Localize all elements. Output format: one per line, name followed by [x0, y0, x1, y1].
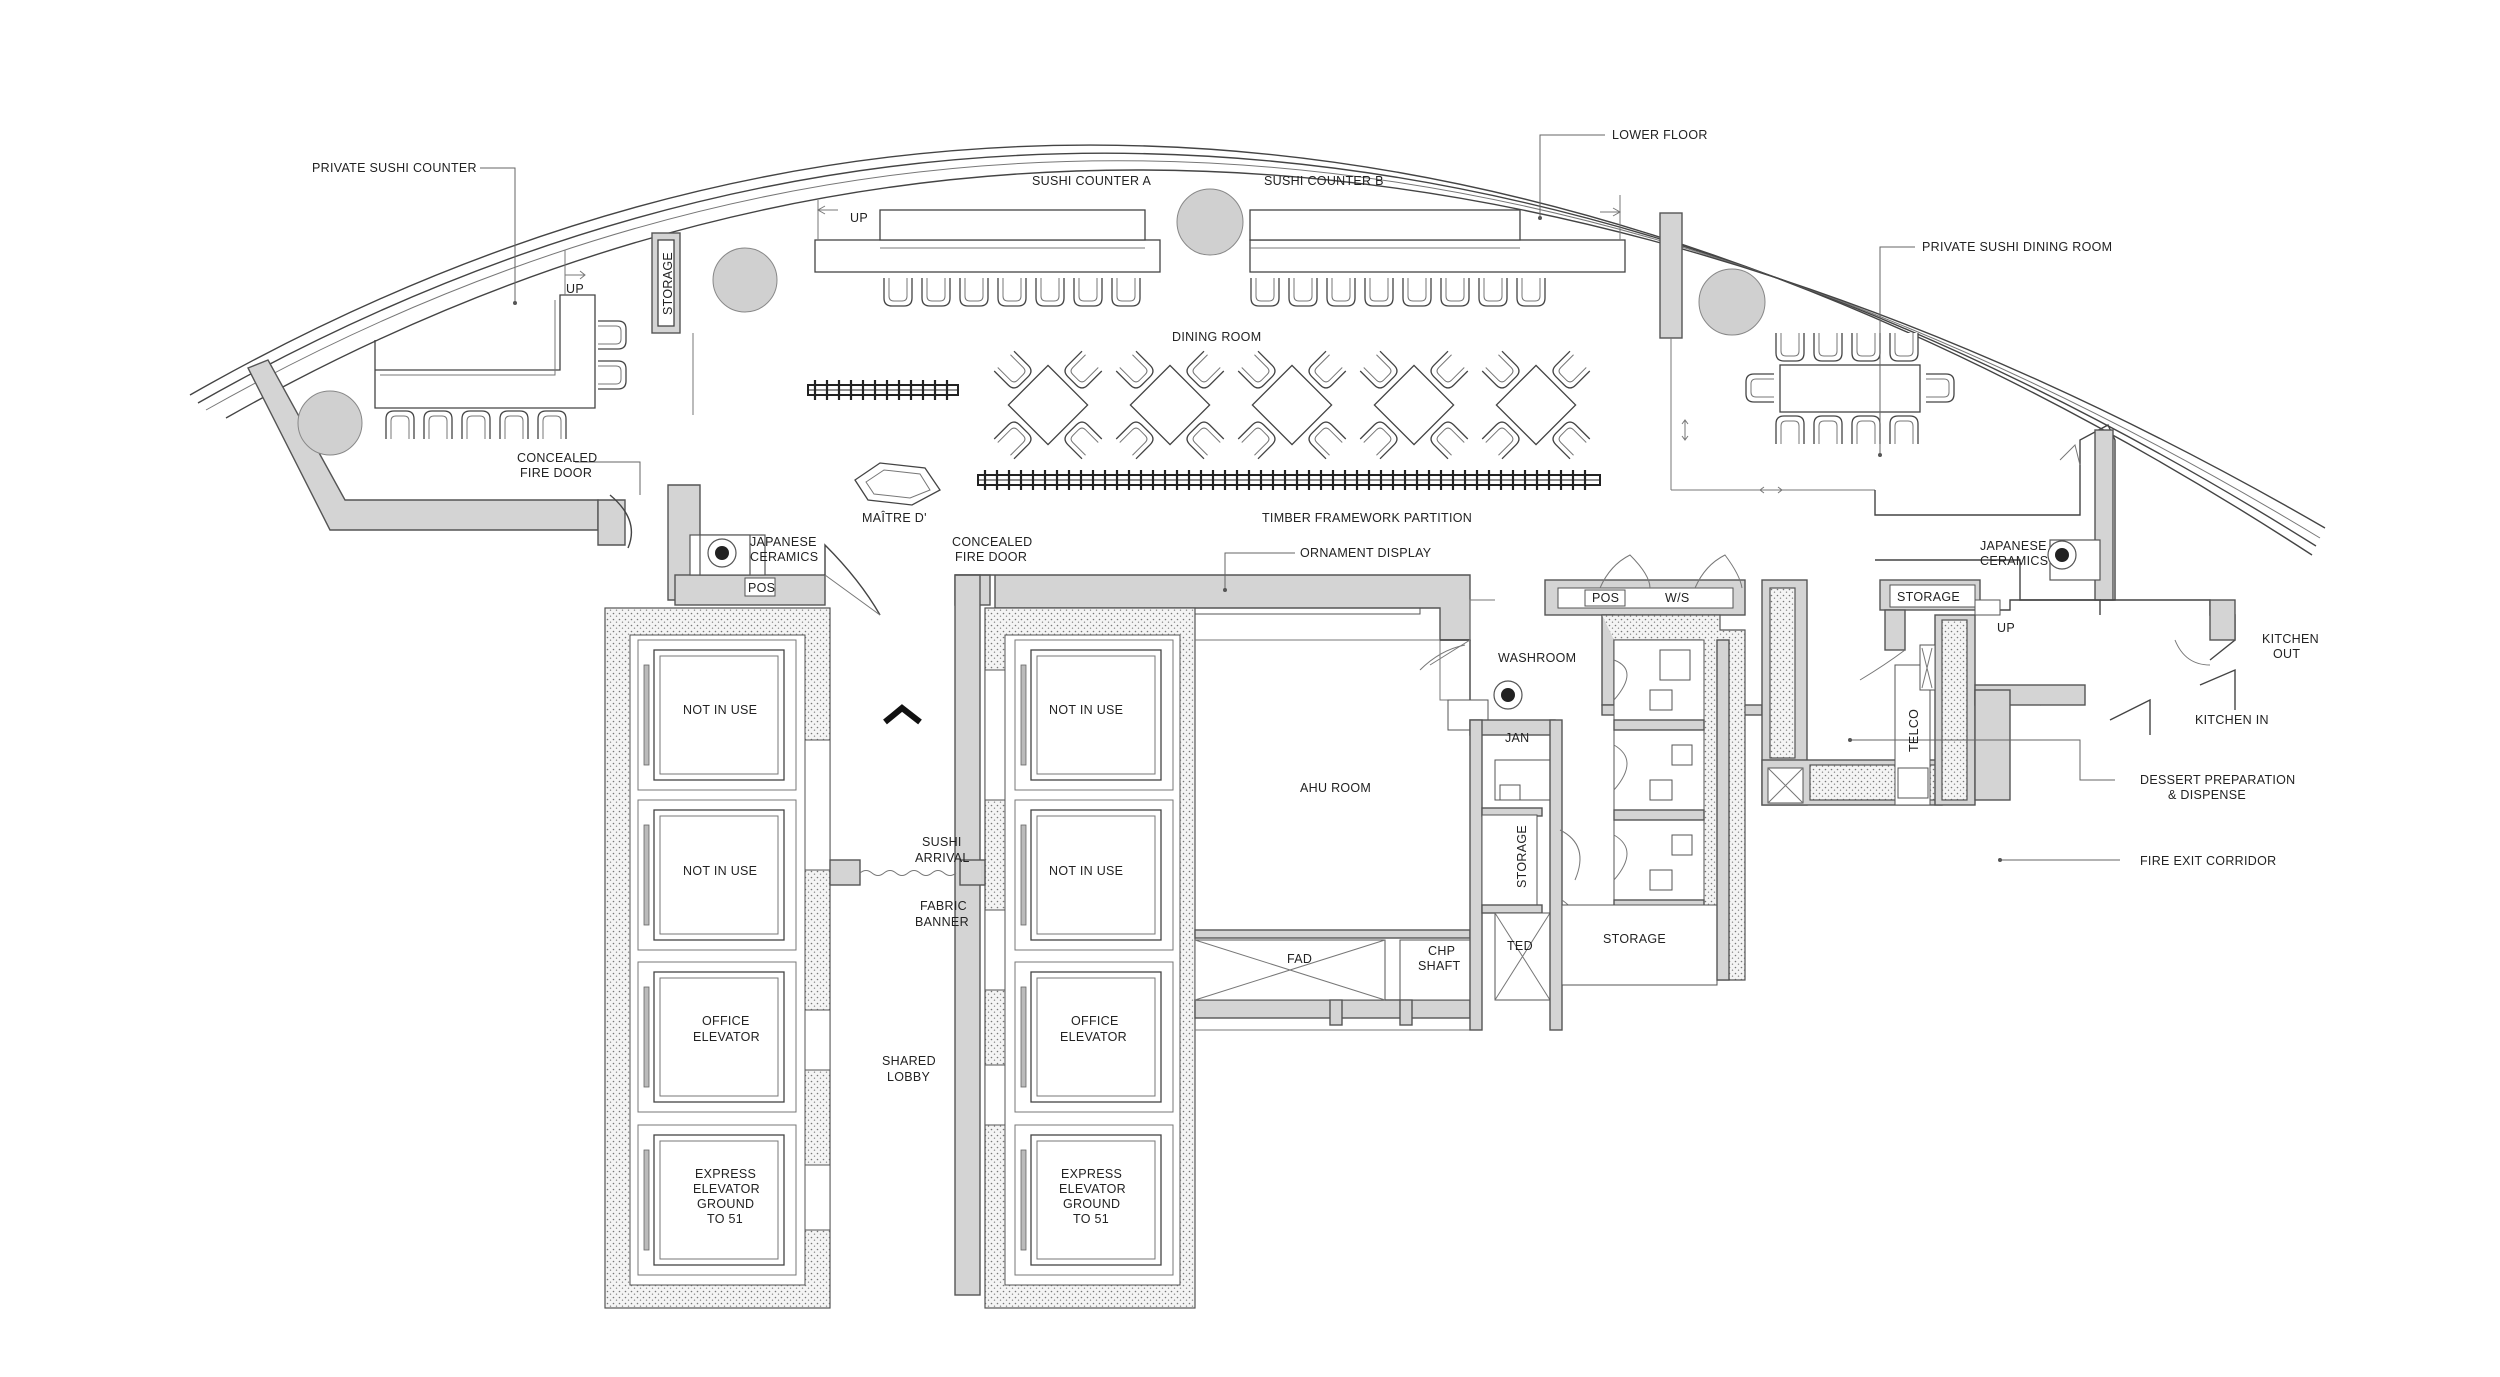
maitre-d-stand [854, 462, 941, 506]
label-concealed-fire-door-center-1: CONCEALED [952, 535, 1033, 549]
core-walls [674, 534, 1471, 1296]
label-japanese-ceramics-left-2: CERAMICS [750, 550, 818, 564]
label-sushi-counter-b: SUSHI COUNTER B [1264, 174, 1384, 188]
label-timber-partition: TIMBER FRAMEWORK PARTITION [1262, 511, 1472, 525]
label-kitchen-in: KITCHEN IN [2195, 713, 2269, 727]
label-pos-left: POS [748, 581, 775, 595]
label-ted: TED [1507, 939, 1533, 953]
ahu-block [1194, 639, 1471, 1031]
label-private-sushi-counter: PRIVATE SUSHI COUNTER [312, 161, 477, 175]
label-japanese-ceramics-left-1: JAPANESE [750, 535, 817, 549]
label-up-counter: UP [850, 211, 868, 225]
label-express-l-3: GROUND [697, 1197, 754, 1211]
curved-facade [189, 144, 2326, 556]
label-washroom: WASHROOM [1498, 651, 1576, 665]
label-express-r-4: TO 51 [1073, 1212, 1109, 1226]
label-not-in-use-l2: NOT IN USE [683, 864, 757, 878]
label-not-in-use-r1: NOT IN USE [1049, 703, 1123, 717]
label-japanese-ceramics-right-2: CERAMICS [1980, 554, 2048, 568]
label-express-r-3: GROUND [1063, 1197, 1120, 1211]
label-kitchen-out-2: OUT [2273, 647, 2300, 661]
label-japanese-ceramics-right-1: JAPANESE [1980, 539, 2047, 553]
label-concealed-fire-door-center-2: FIRE DOOR [955, 550, 1027, 564]
label-maitre-d: MAÎTRE D' [862, 510, 927, 525]
label-office-elevator-l-2: ELEVATOR [693, 1030, 760, 1044]
elevator-bank-right [959, 607, 1196, 1309]
label-chp-shaft-1: CHP [1428, 944, 1455, 958]
label-concealed-fire-door-left-2: FIRE DOOR [520, 466, 592, 480]
label-private-sushi-dining-room: PRIVATE SUSHI DINING ROOM [1922, 240, 2112, 254]
label-up-kitchen: UP [1997, 621, 2015, 635]
column-round [1176, 188, 1244, 256]
label-sushi-arrival-2: ARRIVAL [915, 851, 970, 865]
label-express-r-2: ELEVATOR [1059, 1182, 1126, 1196]
label-kitchen-out-1: KITCHEN [2262, 632, 2319, 646]
label-express-l-4: TO 51 [707, 1212, 743, 1226]
label-office-elevator-r-2: ELEVATOR [1060, 1030, 1127, 1044]
storage-column [651, 232, 778, 415]
private-dining-room [1659, 212, 2116, 601]
label-sushi-counter-a: SUSHI COUNTER A [1032, 174, 1151, 188]
label-lower-floor: LOWER FLOOR [1612, 128, 1708, 142]
label-storage-washroom: STORAGE [1515, 825, 1529, 888]
label-fire-exit-corridor: FIRE EXIT CORRIDOR [2140, 854, 2276, 868]
label-storage-lower: STORAGE [1603, 932, 1666, 946]
label-not-in-use-r2: NOT IN USE [1049, 864, 1123, 878]
label-concealed-fire-door-left-1: CONCEALED [517, 451, 598, 465]
timber-partition-short [807, 380, 959, 400]
dining-tables [994, 351, 1590, 459]
label-office-elevator-r-1: OFFICE [1071, 1014, 1119, 1028]
leader-lines [480, 134, 2120, 862]
label-express-l-2: ELEVATOR [693, 1182, 760, 1196]
label-pos-right: POS [1592, 591, 1619, 605]
sushi-counter-a [814, 200, 1161, 307]
label-sushi-arrival-1: SUSHI [922, 835, 962, 849]
label-storage-column: STORAGE [661, 252, 675, 315]
label-not-in-use-l1: NOT IN USE [683, 703, 757, 717]
fabric-banner-line [859, 870, 957, 876]
lobby-arrow-icon [883, 704, 922, 725]
text-labels: PRIVATE SUSHI COUNTER SUSHI COUNTER A SU… [312, 128, 2319, 1226]
ceramics-pedestal-left [699, 534, 776, 597]
sushi-counter-b [1249, 195, 1626, 307]
label-express-l-1: EXPRESS [695, 1167, 756, 1181]
label-dining-room: DINING ROOM [1172, 330, 1261, 344]
label-chp-shaft-2: SHAFT [1418, 959, 1461, 973]
dessert-kitchen-block [1761, 539, 2236, 806]
label-ahu-room: AHU ROOM [1300, 781, 1371, 795]
label-office-elevator-l-1: OFFICE [702, 1014, 750, 1028]
label-ornament-display: ORNAMENT DISPLAY [1300, 546, 1432, 560]
private-sushi-counter [297, 250, 627, 456]
label-fabric-banner-1: FABRIC [920, 899, 967, 913]
label-up-private: UP [566, 282, 584, 296]
label-shared-lobby-1: SHARED [882, 1054, 936, 1068]
label-express-r-1: EXPRESS [1061, 1167, 1122, 1181]
label-ws: W/S [1665, 591, 1690, 605]
label-jan: JAN [1505, 731, 1530, 745]
timber-partition-long [977, 470, 1601, 490]
label-storage-kitchen: STORAGE [1897, 590, 1960, 604]
label-telco: TELCO [1907, 709, 1921, 752]
label-shared-lobby-2: LOBBY [887, 1070, 931, 1084]
label-dessert-1: DESSERT PREPARATION [2140, 773, 2296, 787]
washroom-block [1419, 554, 1763, 1031]
label-dessert-2: & DISPENSE [2168, 788, 2246, 802]
label-fad: FAD [1287, 952, 1312, 966]
elevator-bank-left [604, 607, 861, 1309]
label-fabric-banner-2: BANNER [915, 915, 969, 929]
